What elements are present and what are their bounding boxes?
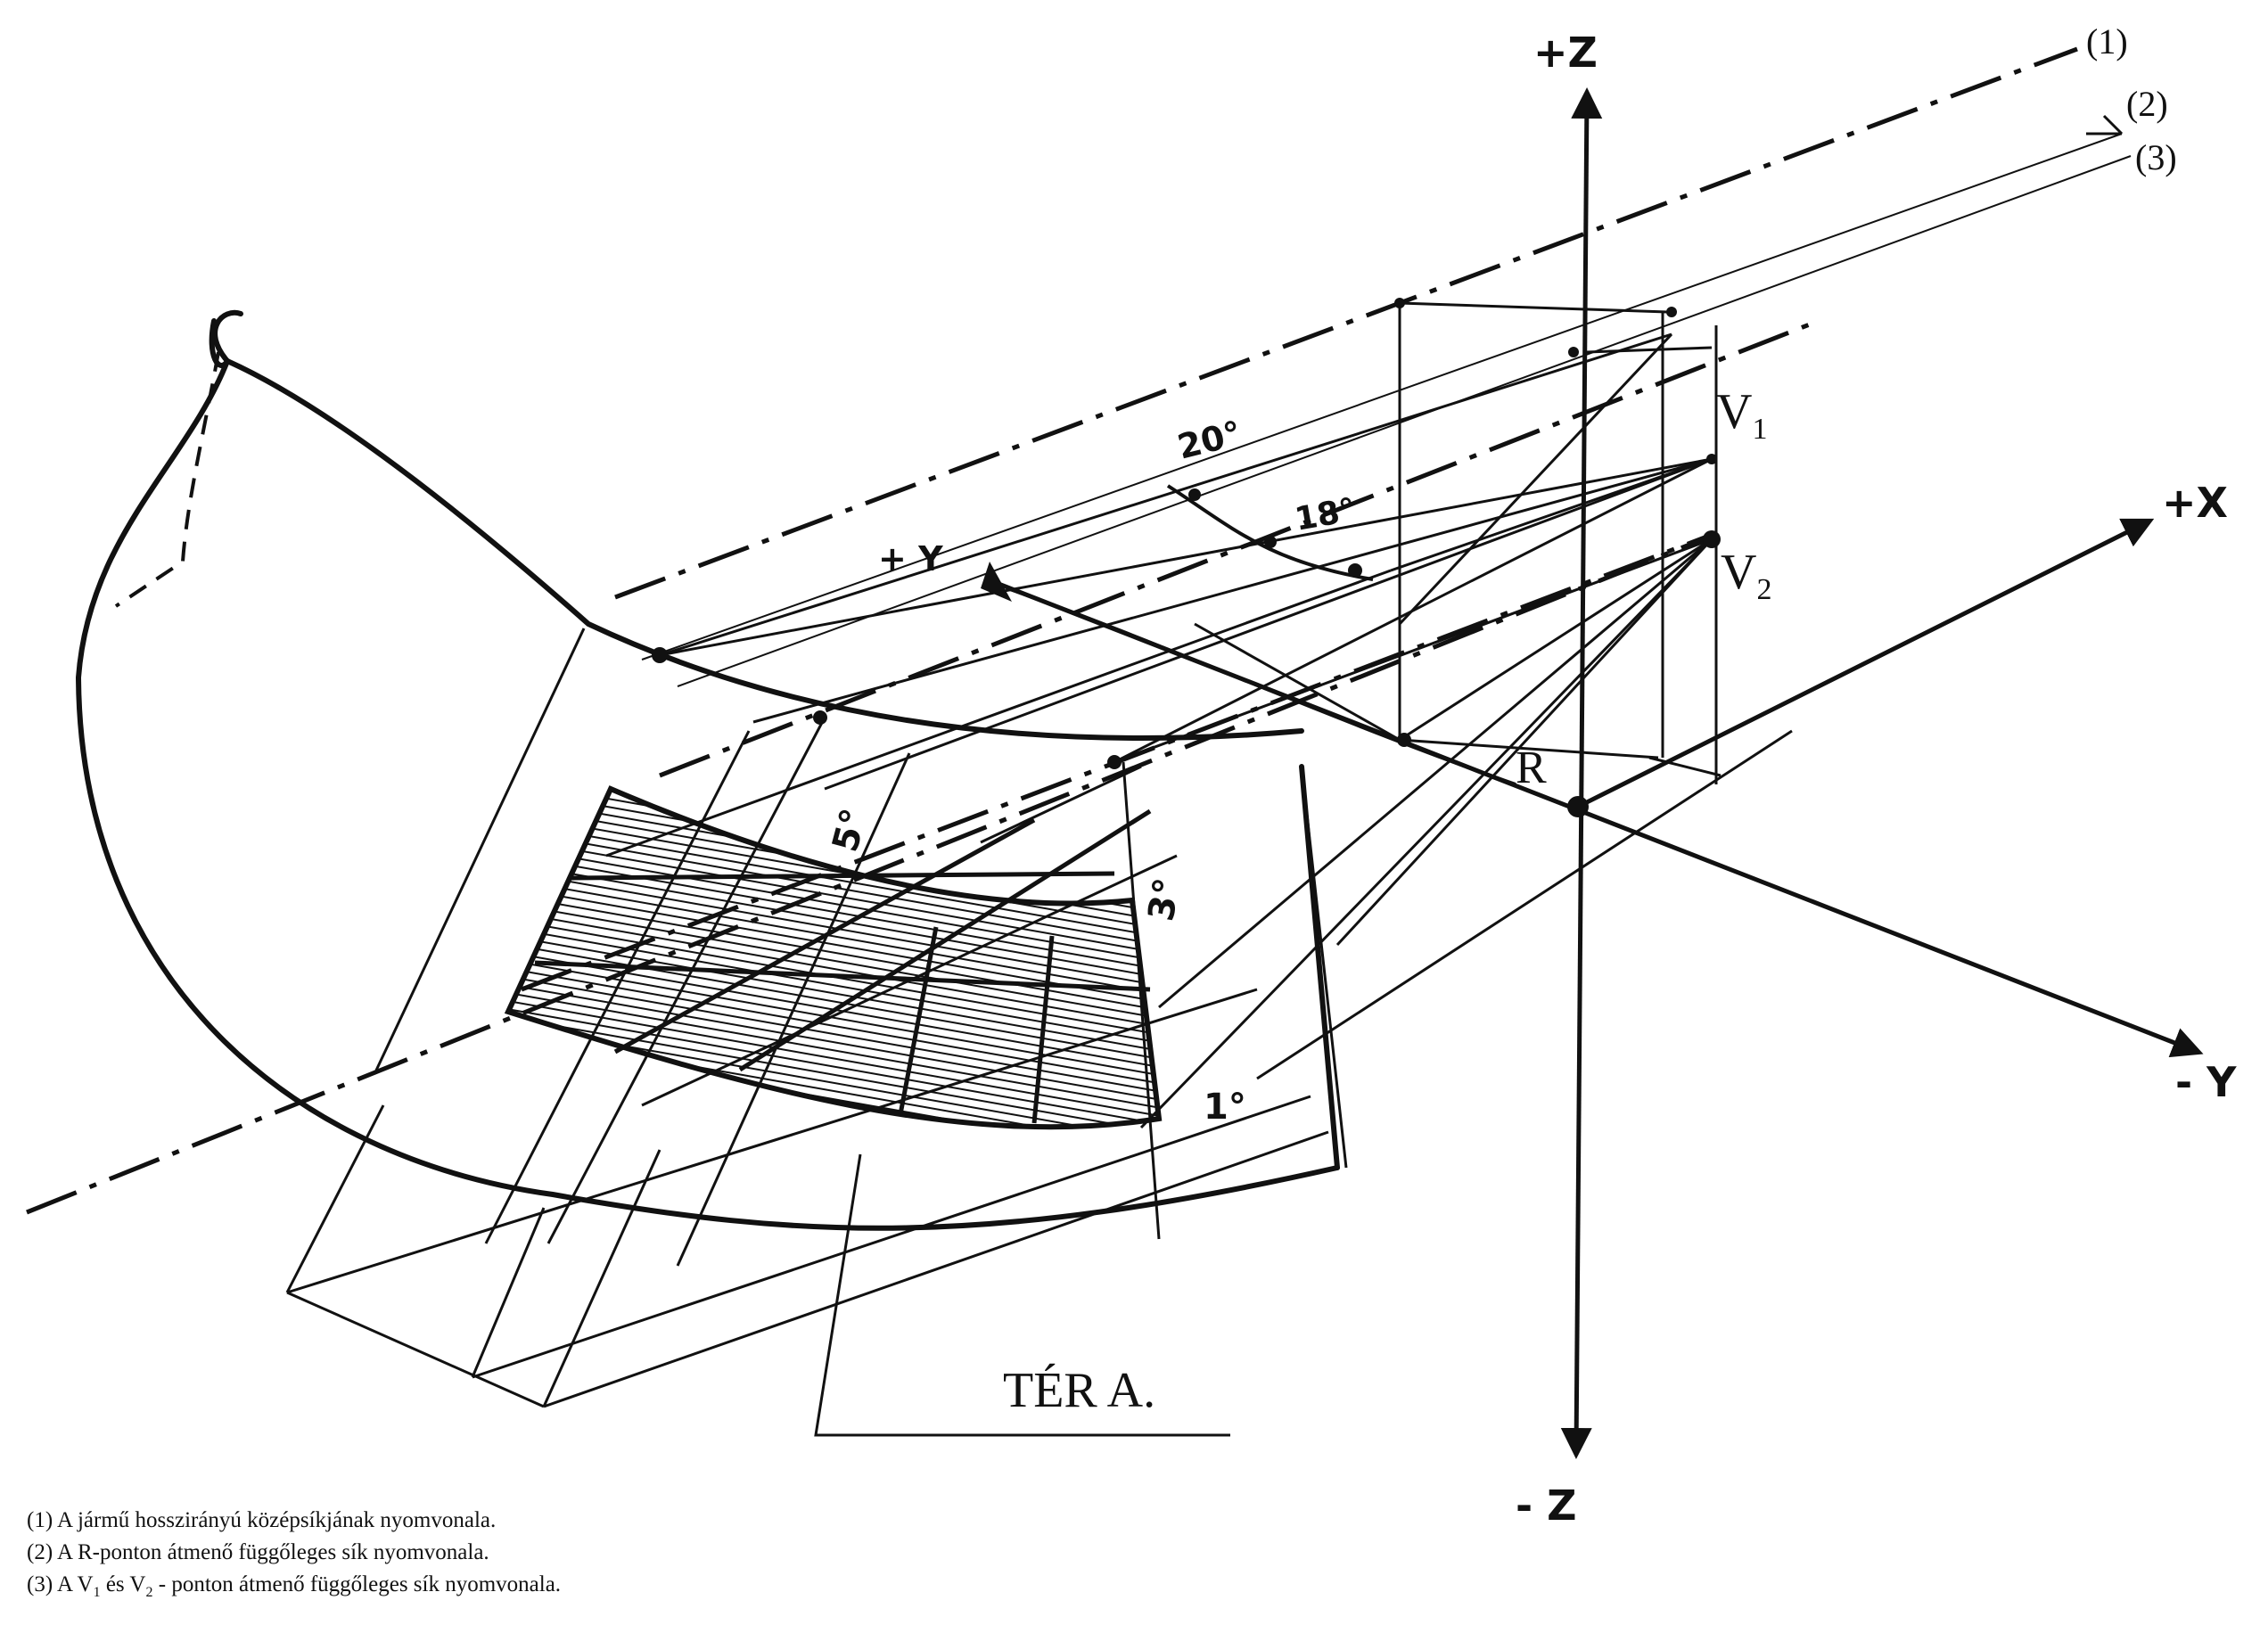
angle-5-label: 5° xyxy=(825,804,875,856)
z-axis xyxy=(1560,87,1603,1459)
legend-line-2: (2) A R-ponton átmenő függőleges sík nyo… xyxy=(27,1540,489,1564)
zone-a-grid xyxy=(534,808,1152,1124)
plane-2-trace xyxy=(641,133,2123,661)
plane-2-label: (2) xyxy=(2126,84,2168,124)
windscreen-dashed-edge xyxy=(114,351,220,608)
test-area-frame xyxy=(285,628,1348,1437)
construction-points xyxy=(652,298,1721,817)
x-axis xyxy=(1576,518,2155,809)
plus-x-label: +X xyxy=(2162,479,2228,527)
plane-2-pointer xyxy=(2086,114,2124,135)
legend-line-3: (3) A V1 és V2 - ponton átmenő függőlege… xyxy=(27,1572,562,1600)
plane-1-trace xyxy=(614,46,2078,600)
area-title: TÉR A. xyxy=(1003,1363,1155,1418)
angle-20-label: 20° xyxy=(1174,414,1245,467)
legend-line-1: (1) A jármű hosszirányú középsíkjának ny… xyxy=(27,1508,497,1532)
axes xyxy=(998,87,2204,1459)
v2-label: V2 xyxy=(1721,545,1771,606)
plus-y-arrowhead xyxy=(981,562,1012,602)
plus-y-label: + Y xyxy=(878,539,943,579)
arc-20-18 xyxy=(1166,484,1374,581)
plane-3-label: (3) xyxy=(2135,137,2177,177)
point-r-label: R xyxy=(1516,743,1547,793)
plane-3-trace xyxy=(677,155,2132,687)
angle-3-label: 3° xyxy=(1141,875,1189,924)
plus-y-arc xyxy=(1007,587,1516,786)
minus-y-label: - Y xyxy=(2175,1058,2237,1106)
legend: (1) A jármű hosszirányú középsíkjának ny… xyxy=(27,1505,561,1609)
sight-lines xyxy=(605,301,1793,1129)
v1-label: V1 xyxy=(1716,384,1767,446)
angle-18-label: 18° xyxy=(1292,492,1358,538)
zone-a-hatched xyxy=(504,785,1163,1130)
plus-z-label: +Z xyxy=(1533,29,1598,77)
minus-z-label: - Z xyxy=(1516,1481,1576,1530)
angle-1-label: 1° xyxy=(1204,1087,1246,1128)
ray-dashdot-1 xyxy=(659,318,1820,778)
plane-1-label: (1) xyxy=(2086,21,2128,62)
plane-2-3-traces xyxy=(641,114,2132,687)
